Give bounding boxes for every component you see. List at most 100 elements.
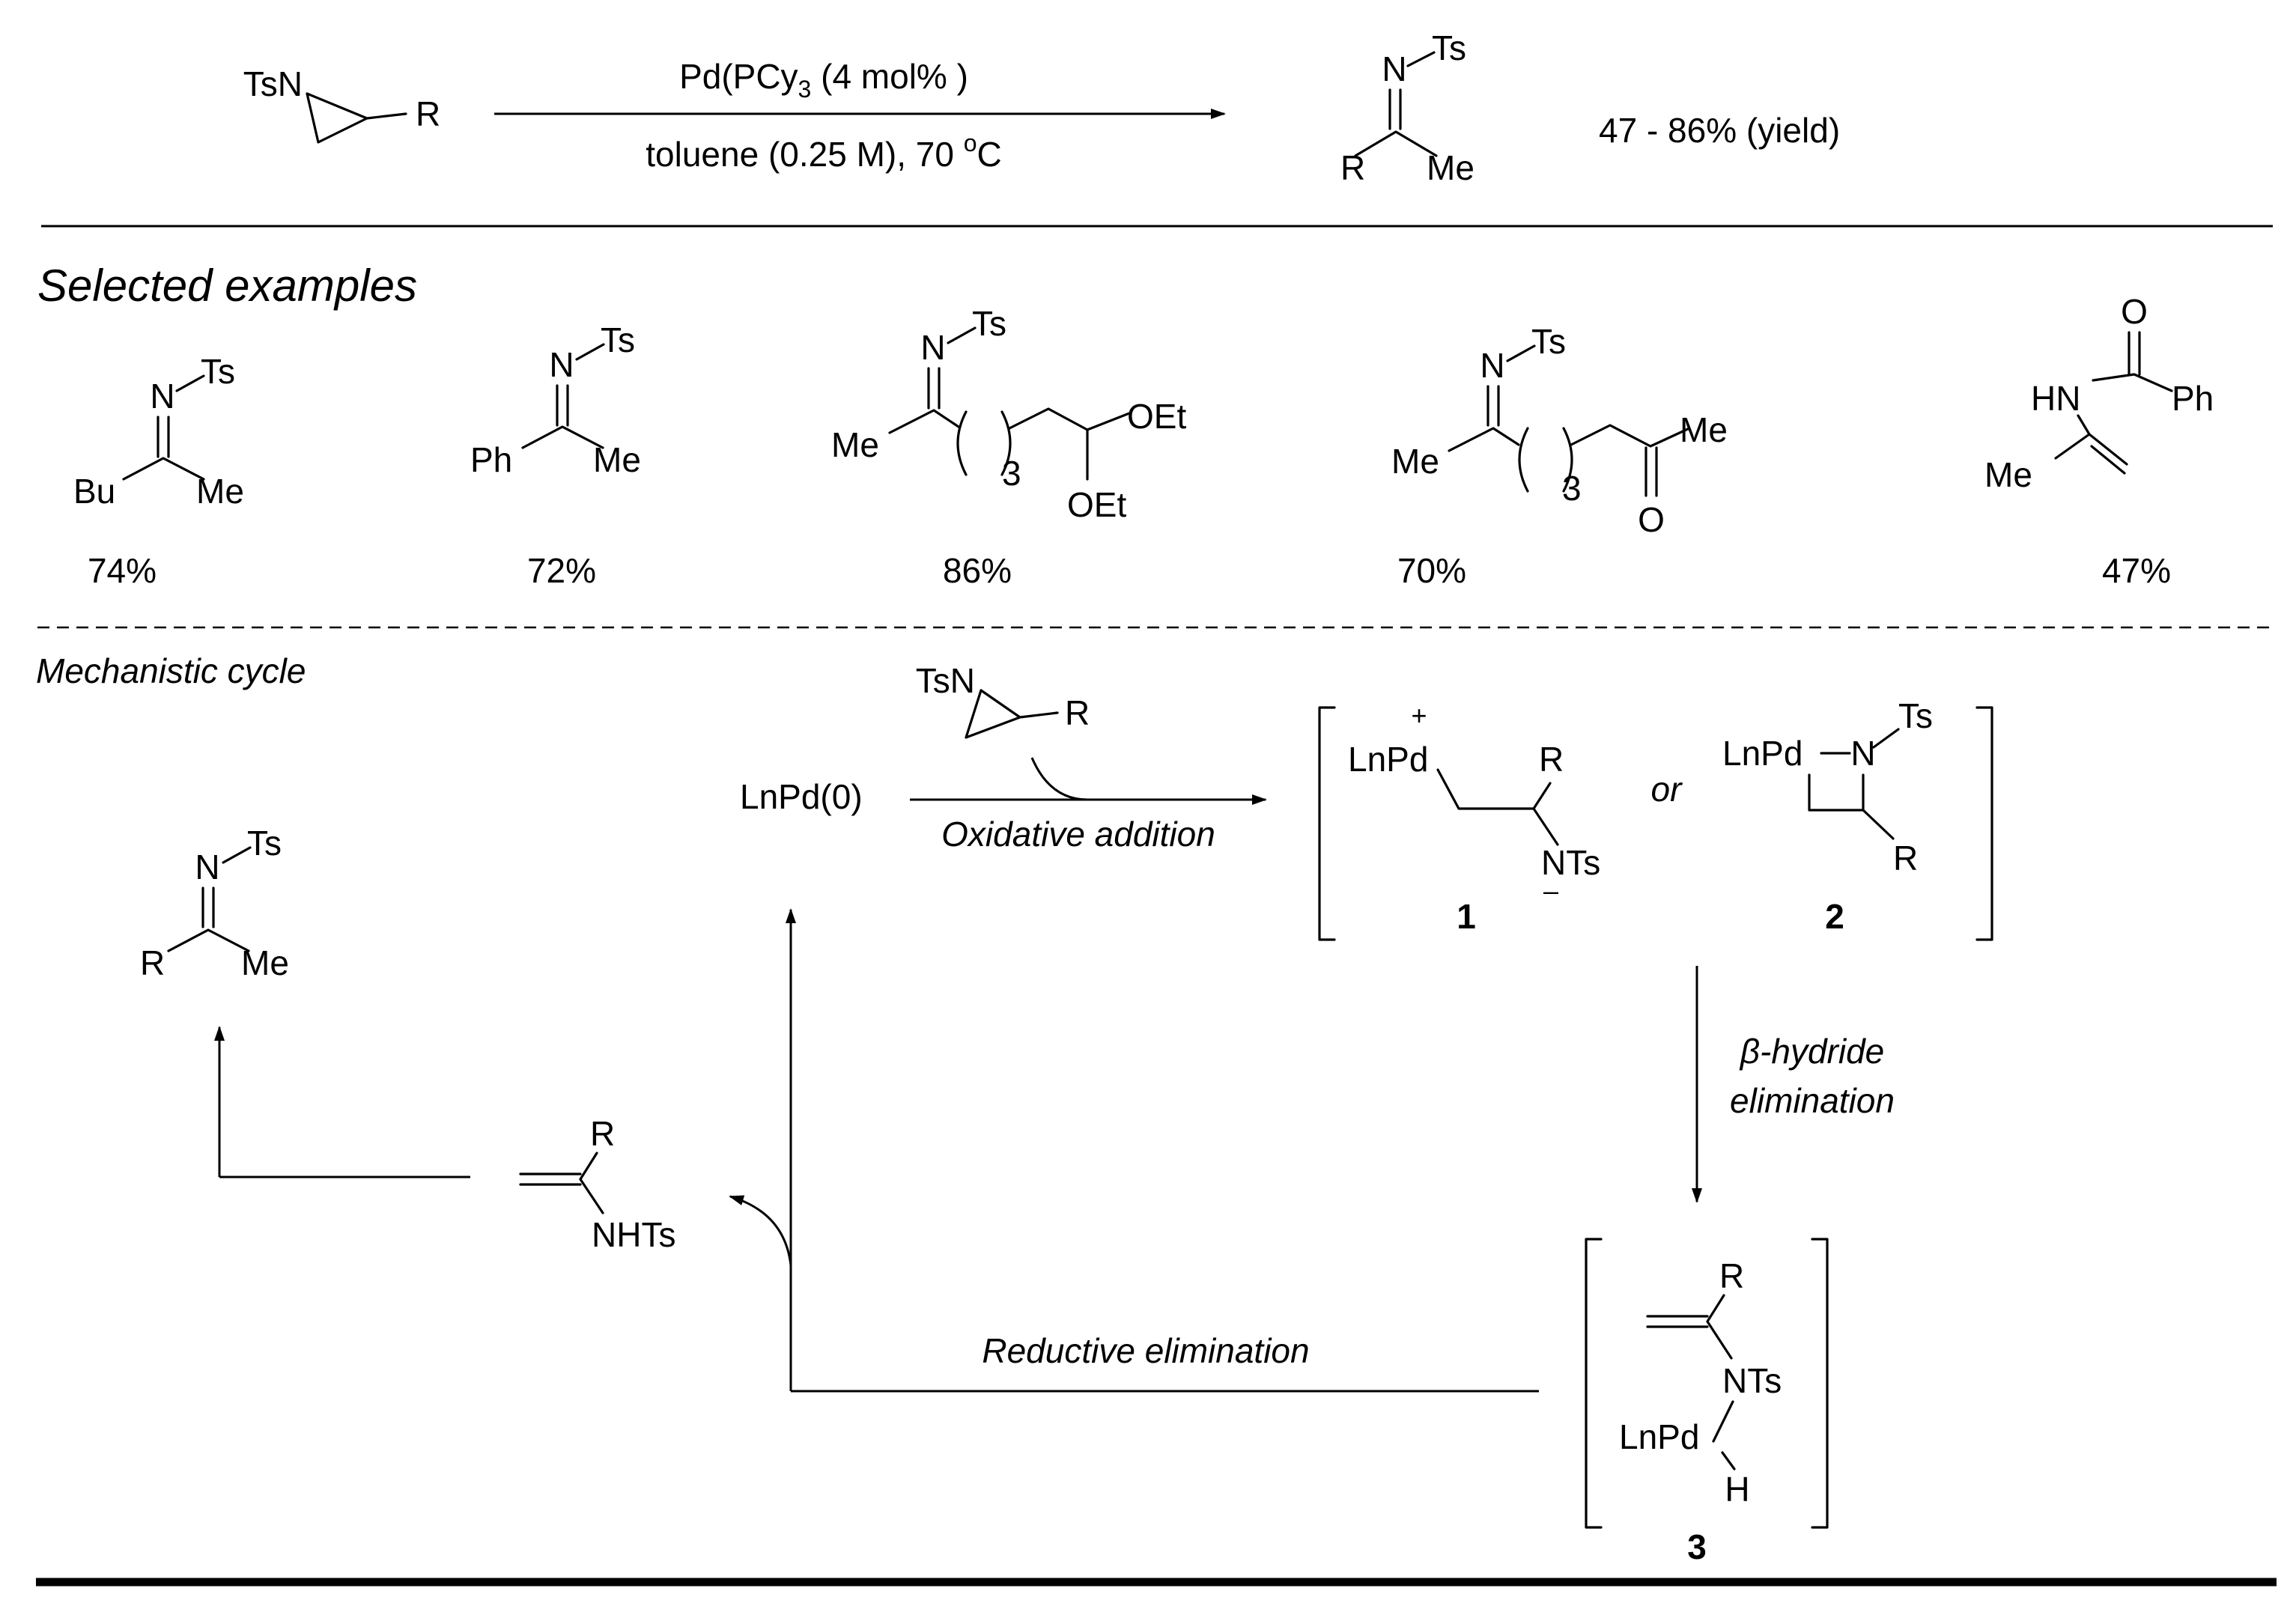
int2-n: N — [1850, 734, 1875, 773]
int3-number: 3 — [1687, 1527, 1707, 1566]
enamine-bonds — [579, 1152, 604, 1214]
main-reaction: TsN R Pd(PCy3 (4 mol% ) toluene (0.25 M)… — [243, 28, 1840, 187]
oxidative-curved-arrow — [1030, 757, 1088, 801]
aziridine-reactant: TsN R — [243, 64, 440, 144]
example-1-imine-double-bond — [157, 416, 170, 458]
product-ts-label: Ts — [1432, 28, 1466, 67]
aziridine-cycle-r: R — [1065, 693, 1090, 732]
cycle-heading: Mechanistic cycle — [36, 651, 306, 690]
example-5-hn: HN — [2031, 379, 2080, 418]
enamine-nhts: NHTs — [592, 1215, 675, 1254]
example-5-amide-bonds — [2054, 373, 2173, 466]
example-4-yield: 70% — [1397, 551, 1466, 590]
aziridine-cycle-bonds — [965, 689, 1059, 739]
example-4-me-right: Me — [1680, 410, 1728, 449]
example-1-n-ts-bond — [175, 374, 205, 392]
example-5-oxygen: O — [2121, 292, 2148, 331]
bracket-int12-right — [1975, 706, 1993, 941]
int1-bonds — [1436, 768, 1559, 846]
example-3-yield: 86% — [943, 551, 1012, 590]
imine-product: Ts N R Me — [1340, 28, 1475, 187]
conditions-top: Pd(PCy3 (4 mol% ) — [679, 57, 968, 103]
example-4-n: N — [1480, 346, 1504, 385]
int3-h: H — [1725, 1470, 1749, 1509]
int3-pd-n-bond — [1712, 1400, 1734, 1443]
example-1-ts: Ts — [201, 352, 235, 391]
int1-minus: – — [1543, 875, 1558, 906]
enamine-alkene — [519, 1173, 582, 1186]
example-4-carbonyl — [1644, 446, 1658, 497]
catalyst-text: Pd(PCy — [679, 57, 798, 96]
example-4-bracket-right — [1562, 427, 1573, 493]
example-5: O HN Ph Me 47% — [1984, 292, 2214, 590]
example-2-imine-double-bond — [556, 384, 569, 427]
int1-lnpd: LnPd — [1348, 740, 1428, 779]
example-4-subscript: 3 — [1562, 469, 1582, 508]
example-3-skeleton — [888, 407, 1131, 481]
example-3-bracket-left — [956, 410, 968, 476]
conditions-bottom: toluene (0.25 M), 70 oC — [646, 130, 1002, 174]
aziridine-ring-bonds — [306, 92, 407, 144]
intermediate-3: R NTs LnPd H 3 — [1619, 1256, 1782, 1566]
example-2-right: Me — [593, 440, 641, 479]
cycle-product-me: Me — [241, 943, 289, 982]
example-4-oxygen: O — [1638, 500, 1665, 539]
int3-bonds — [1706, 1294, 1733, 1360]
example-4-imine-double-bond — [1486, 385, 1500, 427]
bracket-int3-left — [1585, 1238, 1603, 1529]
examples-heading: Selected examples — [37, 261, 417, 311]
example-4-bracket-left — [1518, 427, 1529, 493]
int1-nts: NTs — [1541, 843, 1600, 882]
int3-nts: NTs — [1722, 1361, 1782, 1400]
product-skeleton — [1354, 130, 1438, 157]
example-2-ts: Ts — [601, 320, 635, 359]
example-5-yield: 47% — [2102, 551, 2171, 590]
cycle-product: Ts N R Me — [140, 824, 289, 982]
example-3-n-ts-bond — [947, 326, 977, 344]
cycle-product-n: N — [195, 848, 219, 886]
intermediate-1: + LnPd R NTs – 1 — [1348, 700, 1600, 936]
cycle-product-r: R — [140, 943, 165, 982]
int2-ts: Ts — [1898, 696, 1933, 735]
example-3-ts: Ts — [972, 304, 1006, 343]
bracket-int12-left — [1318, 706, 1336, 941]
example-1-n: N — [150, 377, 174, 416]
example-3-bracket-right — [1000, 410, 1012, 476]
int1-number: 1 — [1457, 897, 1476, 936]
int3-lnpd: LnPd — [1619, 1417, 1699, 1456]
example-5-alkene — [2090, 445, 2126, 475]
example-1-skeleton — [122, 457, 205, 481]
example-4-n-ts-bond — [1506, 344, 1536, 362]
example-4-ts: Ts — [1531, 322, 1566, 361]
reactant-tsn-label: TsN — [243, 64, 303, 103]
example-3-me: Me — [831, 425, 879, 464]
int1-r: R — [1539, 740, 1564, 779]
example-4-me-left: Me — [1391, 442, 1439, 481]
int3-pd-h-bond — [1721, 1451, 1736, 1470]
product-n-ts-bond — [1406, 51, 1436, 67]
product-me-label: Me — [1427, 148, 1475, 187]
example-1: Ts N Bu Me 74% — [73, 352, 244, 590]
int2-number: 2 — [1825, 897, 1844, 936]
example-5-carbonyl — [2128, 331, 2141, 376]
solvent-text: toluene (0.25 M), 70 — [646, 135, 963, 174]
example-2-skeleton — [521, 425, 604, 449]
int3-r: R — [1719, 1256, 1744, 1295]
int2-n-ts-bond — [1872, 728, 1900, 749]
cycle-product-skeleton — [167, 928, 250, 952]
cycle-product-ts: Ts — [247, 824, 282, 863]
int1-plus: + — [1411, 700, 1427, 731]
example-2: Ts N Ph Me 72% — [470, 320, 641, 590]
intermediate-2: LnPd N Ts R 2 — [1722, 696, 1933, 936]
catalyst-loading: (4 mol% ) — [811, 57, 968, 96]
aziridine-cycle: TsN R — [916, 661, 1090, 739]
int2-ring-bonds — [1808, 773, 1895, 840]
int2-lnpd: LnPd — [1722, 734, 1803, 773]
enamine-release-arrow — [729, 1195, 792, 1266]
example-5-me: Me — [1984, 455, 2032, 494]
example-3-n: N — [920, 328, 945, 367]
int2-r: R — [1893, 839, 1918, 878]
cycle-product-n-ts-bond — [222, 846, 252, 864]
example-2-n-ts-bond — [575, 343, 605, 361]
